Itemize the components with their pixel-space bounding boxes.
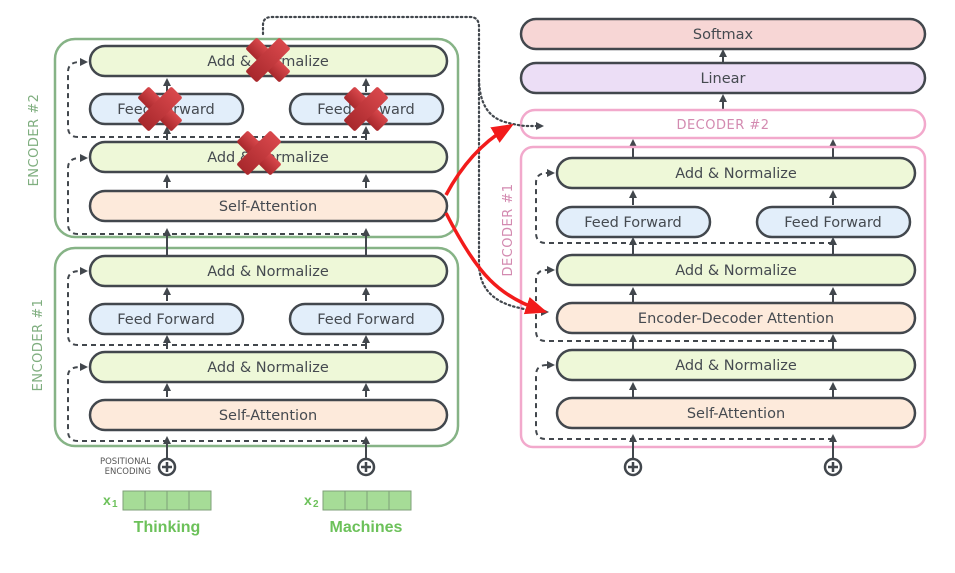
x2-label: x bbox=[304, 492, 312, 508]
encoder-1-feed-forward-left: Feed Forward bbox=[88, 302, 245, 336]
x1-label: x bbox=[103, 492, 111, 508]
x2-subscript: 2 bbox=[313, 499, 319, 510]
encoder-1-frame bbox=[53, 246, 460, 448]
decoder-1-feed-forward-left: Feed Forward bbox=[555, 205, 712, 239]
block-label: Linear bbox=[700, 71, 745, 87]
cross-icon bbox=[237, 131, 281, 175]
decoder-1-frame bbox=[519, 145, 927, 449]
decoder-2-block: DECODER #2 bbox=[519, 108, 927, 140]
encoder-2-residual-bottom bbox=[67, 154, 366, 235]
block-label: Feed Forward bbox=[584, 215, 682, 231]
encoder-2-self-attention: Self-Attention bbox=[88, 189, 449, 223]
block-label: Add & Normalize bbox=[675, 358, 797, 374]
decoder-1-residual-bottom bbox=[535, 361, 833, 440]
decoder-1-residual-top bbox=[535, 169, 833, 244]
red-arrow-to-decoder-2 bbox=[444, 123, 514, 196]
plus-circle-icon bbox=[157, 457, 177, 477]
decoder-1-add-normalize-top: Add & Normalize bbox=[555, 156, 917, 190]
encoder-2-residual-top bbox=[67, 58, 366, 138]
encoder-1-feed-forward-right: Feed Forward bbox=[288, 302, 445, 336]
block-label: Softmax bbox=[693, 27, 754, 43]
dotted-path-to-decoder-2 bbox=[261, 15, 544, 130]
block-label: Feed Forward bbox=[117, 312, 215, 328]
block-label: Self-Attention bbox=[219, 199, 317, 215]
decoder-1: DECODER #1 Add & Normalize Feed Forward … bbox=[501, 145, 927, 477]
block-label: Add & Normalize bbox=[675, 263, 797, 279]
block-label: Self-Attention bbox=[219, 408, 317, 424]
block-label: Feed Forward bbox=[317, 312, 415, 328]
plus-circle-icon bbox=[356, 457, 376, 477]
positional-encoding-label-line2: ENCODING bbox=[105, 467, 151, 477]
cross-icon bbox=[246, 38, 290, 82]
linear-block: Linear bbox=[519, 61, 927, 95]
cross-icon bbox=[138, 87, 182, 131]
encoder-1-residual-bottom bbox=[67, 363, 366, 442]
encoder-1-label: ENCODER #1 bbox=[31, 299, 46, 392]
block-label: Add & Normalize bbox=[207, 264, 329, 280]
decoder-2-label: DECODER #2 bbox=[676, 118, 769, 133]
word-machines: Machines bbox=[330, 519, 403, 536]
block-label: Add & Normalize bbox=[675, 166, 797, 182]
encoder-1: ENCODER #1 Add & Normalize Feed Forward … bbox=[31, 228, 460, 448]
encoder-1-add-normalize-top: Add & Normalize bbox=[88, 254, 449, 288]
encoder-2-label: ENCODER #2 bbox=[27, 94, 42, 187]
softmax-block: Softmax bbox=[519, 17, 927, 51]
decoder-output-stack: Softmax Linear DECODER #2 bbox=[519, 17, 927, 157]
block-label: Encoder-Decoder Attention bbox=[638, 311, 834, 327]
encoder-inputs: POSITIONAL ENCODING x 1 Thinking x 2 Mac… bbox=[100, 436, 412, 536]
red-arrow-to-enc-dec-attention bbox=[444, 212, 548, 315]
block-label: Feed Forward bbox=[784, 215, 882, 231]
plus-circle-icon bbox=[823, 457, 843, 477]
word-thinking: Thinking bbox=[134, 519, 201, 536]
block-label: Add & Normalize bbox=[207, 360, 329, 376]
x1-embedding-vector bbox=[122, 490, 212, 511]
decoder-1-encoder-decoder-attention: Encoder-Decoder Attention bbox=[555, 301, 917, 335]
block-label: Self-Attention bbox=[687, 406, 785, 422]
decoder-1-add-normalize-bottom: Add & Normalize bbox=[555, 348, 917, 382]
encoder-1-residual-top bbox=[67, 267, 366, 346]
positional-encoding-label-line1: POSITIONAL bbox=[100, 457, 151, 467]
cross-icon bbox=[344, 87, 388, 131]
decoder-1-label: DECODER #1 bbox=[501, 183, 516, 276]
x2-embedding-vector bbox=[322, 490, 412, 511]
encoder-1-self-attention: Self-Attention bbox=[88, 398, 449, 432]
decoder-1-feed-forward-right: Feed Forward bbox=[755, 205, 912, 239]
decoder-1-self-attention: Self-Attention bbox=[555, 396, 917, 430]
decoder-1-add-normalize-middle: Add & Normalize bbox=[555, 253, 917, 287]
x1-subscript: 1 bbox=[112, 499, 118, 510]
encoder-1-add-normalize-bottom: Add & Normalize bbox=[88, 350, 449, 384]
plus-circle-icon bbox=[623, 457, 643, 477]
